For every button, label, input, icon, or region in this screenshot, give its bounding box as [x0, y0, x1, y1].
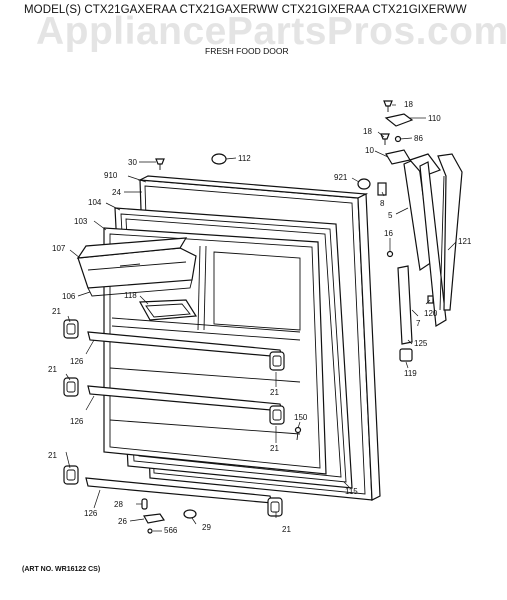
butter-tray — [139, 299, 198, 321]
callout-125: 125 — [414, 339, 428, 348]
callout-86: 86 — [414, 134, 423, 143]
callout-21: 21 — [282, 525, 291, 534]
callout-126: 126 — [70, 417, 84, 426]
shelf-bars — [85, 331, 283, 504]
callout-103: 103 — [74, 217, 88, 226]
callout-121: 121 — [458, 237, 472, 246]
callout-910: 910 — [104, 171, 118, 180]
callout-18: 18 — [363, 127, 372, 136]
leader-lines — [65, 104, 457, 532]
callout-107: 107 — [52, 244, 66, 253]
callout-115: 115 — [345, 487, 358, 496]
section-title: FRESH FOOD DOOR — [205, 46, 289, 56]
callout-150: 150 — [294, 413, 308, 422]
callout-21: 21 — [48, 365, 57, 374]
callout-16: 16 — [384, 229, 393, 238]
callout-566: 566 — [164, 526, 178, 535]
callout-104: 104 — [88, 198, 102, 207]
callout-5: 5 — [388, 211, 393, 220]
callout-21: 21 — [270, 444, 279, 453]
callout-29: 29 — [202, 523, 211, 532]
callout-21: 21 — [48, 451, 57, 460]
callout-21: 21 — [52, 307, 61, 316]
callout-921: 921 — [334, 173, 348, 182]
callout-21: 21 — [270, 388, 279, 397]
callout-120: 120 — [424, 309, 438, 318]
callout-28: 28 — [114, 500, 123, 509]
callout-112: 112 — [238, 154, 251, 163]
model-title: MODEL(S) CTX21GAXERAA CTX21GAXERWW CTX21… — [24, 4, 467, 16]
callout-106: 106 — [62, 292, 76, 301]
callout-110: 110 — [428, 114, 441, 123]
callout-8: 8 — [380, 199, 385, 208]
callout-18: 18 — [404, 100, 413, 109]
callout-7: 7 — [416, 319, 421, 328]
callout-126: 126 — [84, 509, 98, 518]
callout-26: 26 — [118, 517, 127, 526]
callout-118: 118 — [124, 291, 137, 300]
art-number: (ART NO. WR16122 CS) — [22, 566, 101, 573]
callout-30: 30 — [128, 158, 137, 167]
shelf-end-caps — [63, 319, 285, 517]
small-hardware — [141, 100, 434, 534]
door-handle-assembly — [397, 153, 463, 345]
callout-119: 119 — [404, 369, 417, 378]
watermark: AppliancePartsPros.com — [36, 10, 507, 53]
dairy-compartment — [76, 237, 197, 297]
callout-126: 126 — [70, 357, 84, 366]
callout-labels: 18 110 18 86 10 30 112 910 24 921 8 104 … — [48, 100, 472, 535]
callout-10: 10 — [365, 146, 374, 155]
callout-24: 24 — [112, 188, 121, 197]
